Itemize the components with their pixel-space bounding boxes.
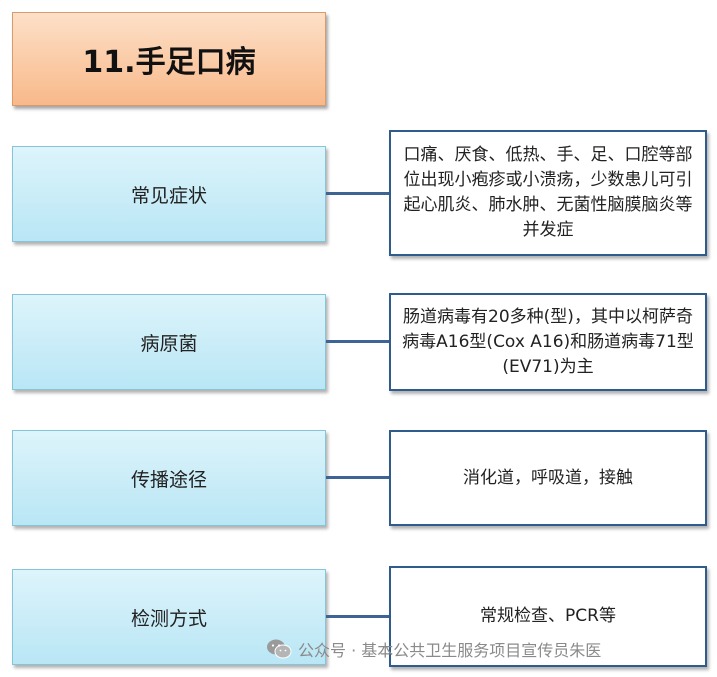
detail-box-symptoms: 口痛、厌食、低热、手、足、口腔等部位出现小疱疹或小溃疡，少数患儿可引起心肌炎、肺…	[389, 130, 707, 256]
category-label: 检测方式	[130, 607, 207, 630]
detail-text: 肠道病毒有20多种(型)，其中以柯萨奇病毒A16型(Cox A16)和肠道病毒7…	[402, 306, 694, 377]
detail-box-transmission: 消化道，呼吸道，接触	[389, 430, 707, 526]
diagram-title: 11.手足口病	[12, 12, 326, 106]
detail-text: 消化道，呼吸道，接触	[463, 467, 633, 488]
category-box-transmission: 传播途径	[12, 430, 326, 526]
category-box-detection: 检测方式	[12, 569, 326, 665]
detail-box-detection: 常规检查、PCR等	[389, 566, 707, 667]
detail-text: 口痛、厌食、低热、手、足、口腔等部位出现小疱疹或小溃疡，少数患儿可引起心肌炎、肺…	[403, 145, 693, 240]
detail-box-pathogen: 肠道病毒有20多种(型)，其中以柯萨奇病毒A16型(Cox A16)和肠道病毒7…	[389, 293, 707, 391]
connector-line	[326, 476, 390, 479]
connector-line	[326, 340, 390, 343]
category-label: 常见症状	[130, 184, 207, 207]
detail-text: 常规检查、PCR等	[480, 606, 616, 626]
category-label: 传播途径	[130, 468, 207, 491]
connector-line	[326, 615, 390, 618]
category-box-symptoms: 常见症状	[12, 146, 326, 242]
watermark: 公众号 · 基本公共卫生服务项目宣传员朱医	[266, 634, 601, 664]
category-box-pathogen: 病原菌	[12, 294, 326, 390]
category-label: 病原菌	[140, 332, 198, 355]
watermark-text: 公众号 · 基本公共卫生服务项目宣传员朱医	[298, 641, 602, 660]
connector-line	[326, 192, 390, 195]
wechat-icon	[267, 639, 292, 659]
